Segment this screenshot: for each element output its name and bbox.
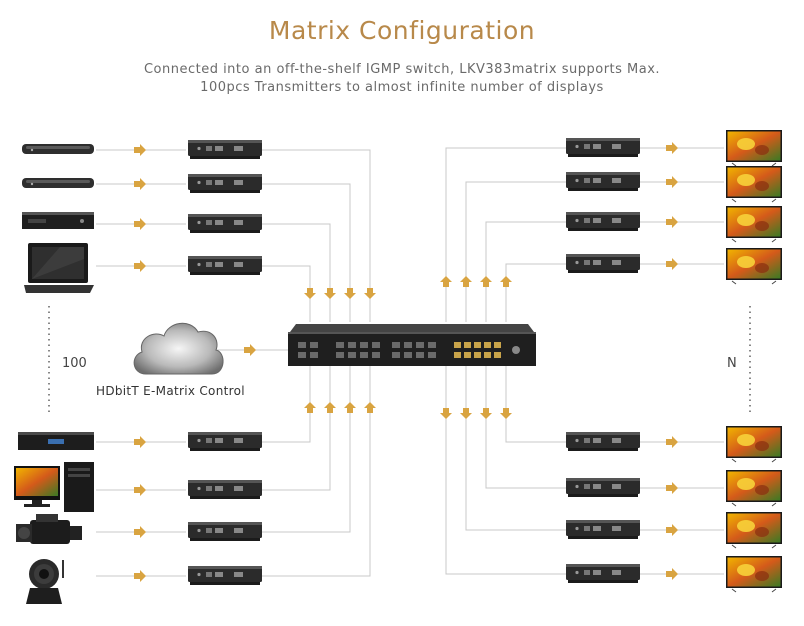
- desktop-computer-icon: [14, 462, 94, 512]
- receiver-unit: [566, 564, 640, 583]
- transmitter-unit: [188, 214, 262, 233]
- cloud-control-label: HDbitT E-Matrix Control: [96, 384, 245, 398]
- signal-arrows-right: [666, 142, 678, 580]
- page-title: Matrix Configuration: [268, 16, 536, 45]
- tv-icon: [725, 511, 783, 549]
- transmitter-unit: [188, 140, 262, 159]
- tv-icon: [725, 247, 783, 285]
- receiver-count-label: N: [727, 356, 737, 371]
- set-top-box-icon: [18, 432, 94, 450]
- media-player-icon: [22, 178, 94, 188]
- transmitter-unit: [188, 566, 262, 585]
- receiver-unit: [566, 478, 640, 497]
- tv-icon: [725, 469, 783, 507]
- tv-icon: [725, 205, 783, 243]
- cloud-icon: [133, 322, 224, 375]
- dvd-player-icon: [22, 212, 94, 229]
- transmitter-unit: [188, 256, 262, 275]
- ip-camera-icon: [26, 559, 64, 604]
- receiver-unit: [566, 172, 640, 191]
- tv-icon: [725, 165, 783, 203]
- tv-icon: [725, 425, 783, 463]
- receiver-unit: [566, 254, 640, 273]
- video-camera-icon: [16, 514, 82, 544]
- transmitter-count-label: 100: [62, 356, 87, 371]
- receiver-unit: [566, 432, 640, 451]
- transmitter-unit: [188, 480, 262, 499]
- page-subtitle: Connected into an off-the-shelf IGMP swi…: [0, 61, 804, 97]
- media-player-icon: [22, 144, 94, 154]
- network-switch-icon: [288, 324, 536, 366]
- right-connection-lines: [445, 147, 724, 575]
- tv-icon: [725, 129, 783, 167]
- receiver-unit: [566, 138, 640, 157]
- receiver-unit: [566, 520, 640, 539]
- subtitle-line-2: 100pcs Transmitters to almost infinite n…: [200, 80, 604, 95]
- transmitter-unit: [188, 432, 262, 451]
- tv-icon: [725, 555, 783, 593]
- transmitter-unit: [188, 174, 262, 193]
- receiver-unit: [566, 212, 640, 231]
- laptop-icon: [24, 243, 94, 293]
- transmitter-unit: [188, 522, 262, 541]
- subtitle-line-1: Connected into an off-the-shelf IGMP swi…: [143, 62, 661, 77]
